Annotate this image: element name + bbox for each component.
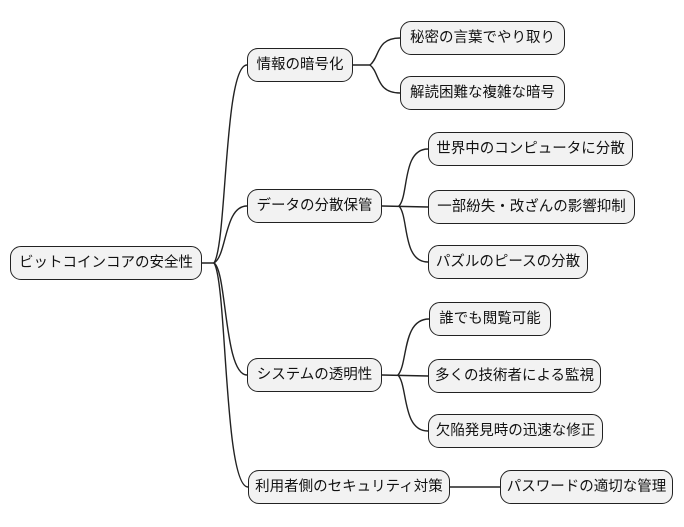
node-leaf-quick-fixes: 欠陥発見時の迅速な修正 — [428, 414, 603, 448]
node-leaf-password-management: パスワードの適切な管理 — [500, 470, 673, 504]
node-leaf-anyone-can-view: 誰でも閲覧可能 — [429, 302, 551, 336]
connector-branch-2-child-2 — [381, 205, 429, 208]
node-branch-transparency: システムの透明性 — [247, 358, 382, 392]
node-leaf-puzzle-pieces: パズルのピースの分散 — [428, 245, 588, 279]
node-leaf-secret-words: 秘密の言葉でやり取り — [400, 21, 565, 55]
node-branch-encryption: 情報の暗号化 — [247, 48, 353, 82]
node-root: ビットコインコアの安全性 — [10, 246, 202, 280]
connector-root-branch-4 — [213, 262, 249, 488]
connector-root-branch-1 — [213, 64, 248, 264]
node-branch-user-security: 利用者側のセキュリティ対策 — [248, 470, 450, 504]
node-leaf-worldwide-computers: 世界中のコンピュータに分散 — [428, 132, 633, 166]
connector-branch-3-child-3 — [397, 374, 429, 432]
connector-branch-1-child-1 — [369, 37, 401, 66]
connector-branch-3-child-2 — [381, 374, 429, 377]
connector-root-branch-3 — [213, 262, 248, 376]
node-leaf-loss-tamper-mitigation: 一部紛失・改ざんの影響抑制 — [428, 190, 635, 224]
connector-branch-3-child-1 — [397, 318, 430, 376]
node-branch-distributed-storage: データの分散保管 — [247, 189, 382, 223]
node-leaf-engineer-monitoring: 多くの技術者による監視 — [428, 359, 601, 393]
connector-branch-1-child-2 — [369, 64, 401, 94]
connector-branch-2-child-1 — [398, 148, 429, 207]
connector-branch-2-child-3 — [398, 205, 429, 263]
connector-root-branch-2 — [213, 205, 248, 264]
node-leaf-complex-cipher: 解読困難な複雑な暗号 — [400, 76, 565, 110]
